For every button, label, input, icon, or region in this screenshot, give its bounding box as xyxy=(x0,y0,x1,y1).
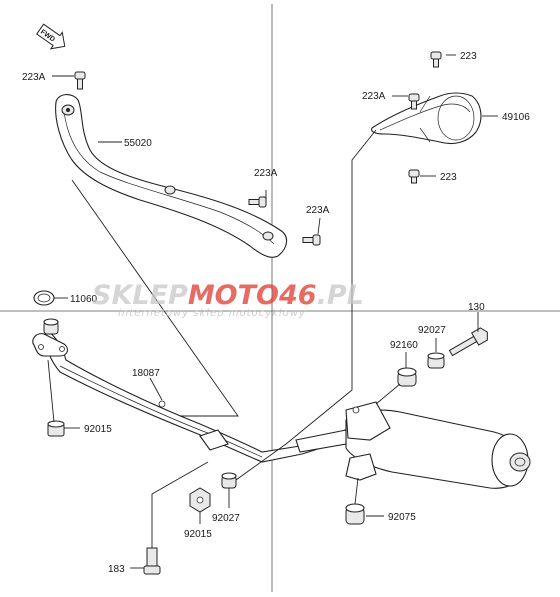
callout-92027-a: 92027 xyxy=(212,513,240,524)
exhaust-pipe-18087 xyxy=(32,329,351,463)
fwd-arrow-icon: FWD xyxy=(36,23,66,50)
leader-heat-guard-triangle xyxy=(71,179,239,417)
callout-223-b: 223 xyxy=(440,172,457,183)
callout-183: 183 xyxy=(108,564,125,575)
leader-guard-to-muffler xyxy=(285,129,377,445)
callout-130: 130 xyxy=(468,302,485,313)
callout-223-a: 223 xyxy=(460,51,477,62)
grommet-92160 xyxy=(397,367,417,387)
callout-49106: 49106 xyxy=(502,112,530,123)
bolt-223-b xyxy=(408,169,420,184)
nut-92015-b xyxy=(189,487,211,513)
watermark-brand-b: MOTO xyxy=(188,280,279,311)
bolt-183 xyxy=(143,547,161,575)
leader-18087 xyxy=(149,377,163,401)
bolt-223-a xyxy=(430,51,442,68)
callout-223a-c: 223A xyxy=(306,205,330,216)
leader-92015-a xyxy=(47,359,55,423)
leader-223a-c xyxy=(317,217,321,235)
leader-bolt-183 xyxy=(151,461,209,548)
callout-55020: 55020 xyxy=(124,138,152,149)
leader-92027-a xyxy=(235,443,287,481)
watermark-brand: SKLEPMOTO46.PL xyxy=(92,280,364,311)
collar-92027-a xyxy=(221,472,237,489)
callout-18087: 18087 xyxy=(132,368,160,379)
callout-92015-b: 92015 xyxy=(184,529,212,540)
rubber-mount-92075 xyxy=(345,503,365,525)
callout-92075: 92075 xyxy=(388,512,416,523)
muffler xyxy=(295,401,531,489)
exhaust-stud xyxy=(43,318,59,335)
collar-92027-b xyxy=(427,352,445,369)
watermark-brand-c: 46 xyxy=(278,280,317,311)
gasket-11060 xyxy=(33,290,55,306)
bolt-223a-c xyxy=(302,234,321,246)
heat-guard-55020 xyxy=(55,94,288,258)
bolt-223a-a xyxy=(74,71,86,90)
leader-92075 xyxy=(354,477,359,505)
callout-92160: 92160 xyxy=(390,340,418,351)
watermark-brand-a: SKLEP xyxy=(92,280,188,311)
callout-223a-b: 223A xyxy=(254,168,278,179)
callout-92015-a: 92015 xyxy=(84,424,112,435)
bolt-223a-b xyxy=(248,196,267,208)
muffler-guard-49106 xyxy=(371,92,482,145)
callout-92027-b: 92027 xyxy=(418,325,446,336)
watermark: SKLEPMOTO46.PL internetowy sklep motocyk… xyxy=(92,280,364,319)
leader-92160 xyxy=(375,383,401,405)
callout-223a-a: 223A xyxy=(22,72,46,83)
callout-223a-d: 223A xyxy=(362,91,386,102)
callout-11060: 11060 xyxy=(70,294,98,305)
bolt-223a-d xyxy=(408,93,420,110)
nut-92015-a xyxy=(47,420,65,437)
bolt-130 xyxy=(448,327,488,357)
watermark-brand-d: .PL xyxy=(317,280,364,311)
watermark-tagline: internetowy sklep motocyklowy xyxy=(118,308,306,319)
